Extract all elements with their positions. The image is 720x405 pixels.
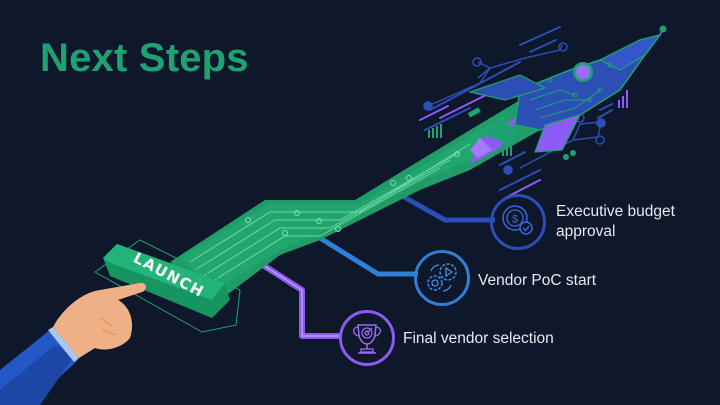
step-1-label: Executive budget approval [556, 202, 675, 242]
step-2-icon-circle [414, 250, 470, 306]
trophy-target-icon [352, 324, 382, 354]
step-1-label-line-2: approval [556, 223, 616, 240]
step-3-icon-circle [339, 310, 395, 366]
step-2-label: Vendor PoC start [478, 272, 597, 289]
launch-button-group[interactable] [94, 239, 241, 333]
dollar-check-icon: $ [502, 205, 533, 235]
dot [570, 150, 576, 156]
rocket [467, 25, 667, 165]
step-1-label-line-1: Executive budget [556, 203, 675, 220]
slide-title: Next Steps [40, 36, 249, 80]
small-bars [428, 90, 628, 156]
svg-text:$: $ [512, 214, 518, 226]
network-nodes [423, 42, 606, 175]
circuit-trail [170, 100, 540, 300]
step-3-label: Final vendor selection [403, 330, 554, 347]
gears-play-icon [427, 263, 457, 292]
step-1-icon-circle: $ [490, 194, 546, 250]
pointing-hand [0, 282, 146, 405]
dot [563, 154, 569, 160]
